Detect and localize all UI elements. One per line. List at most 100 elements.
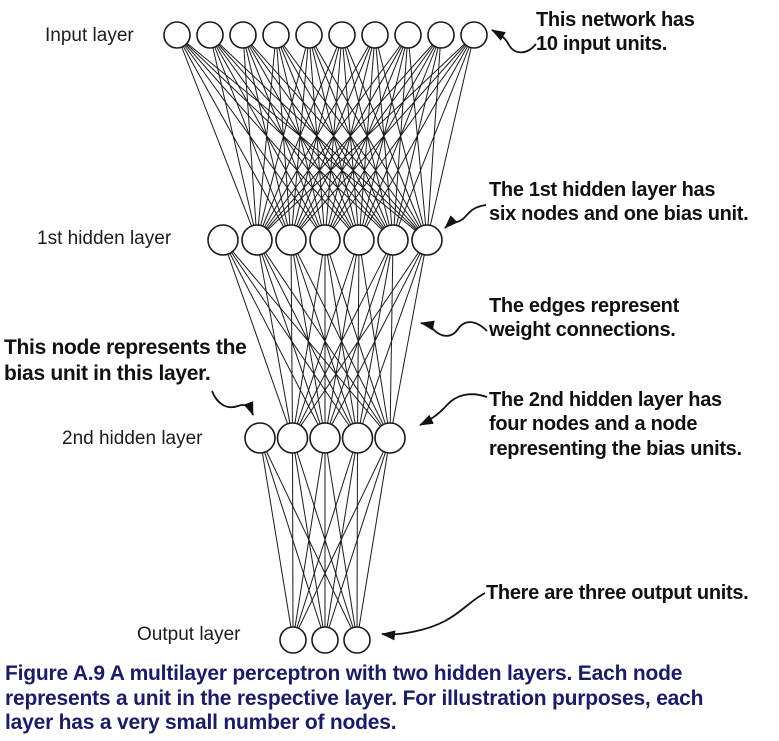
weight-edge bbox=[256, 239, 358, 439]
weight-edge bbox=[392, 34, 475, 241]
weight-edge bbox=[357, 239, 394, 439]
weight-edge bbox=[324, 239, 358, 439]
weight-edge bbox=[292, 437, 294, 641]
weight-edge bbox=[256, 239, 293, 439]
caption-line: Figure A.9 A multilayer perceptron with … bbox=[5, 662, 683, 685]
annotation-hidden2: The 2nd hidden layer has four nodes and … bbox=[489, 388, 742, 461]
weight-edge bbox=[292, 239, 360, 439]
weight-edge bbox=[256, 34, 376, 241]
figure-caption: Figure A.9 A multilayer perceptron with … bbox=[5, 662, 775, 736]
weight-edge bbox=[256, 34, 310, 241]
input-node-6 bbox=[328, 21, 356, 49]
output-node-3 bbox=[343, 626, 371, 654]
weight-edge bbox=[324, 239, 394, 439]
annotation-input-units: This network has 10 input units. bbox=[536, 8, 695, 57]
weight-edge bbox=[290, 34, 475, 241]
weight-edge bbox=[256, 34, 277, 241]
annotation-weight-edges: The edges represent weight connections. bbox=[489, 294, 679, 343]
hidden1-node-5 bbox=[343, 224, 375, 256]
weight-edge bbox=[389, 239, 428, 439]
input-node-8 bbox=[394, 21, 422, 49]
annotation-arrow-input-units bbox=[491, 29, 537, 54]
annotation-line: bias unit in this layer. bbox=[4, 361, 211, 385]
annotation-line: The 2nd hidden layer has bbox=[489, 389, 722, 411]
annotation-bias-node: This node represents the bias unit in th… bbox=[4, 335, 247, 386]
weight-edge bbox=[242, 34, 258, 241]
weight-edge bbox=[290, 239, 293, 439]
weight-edge bbox=[389, 239, 394, 439]
weight-edge bbox=[356, 437, 391, 641]
annotation-line: four nodes and a node bbox=[489, 413, 698, 436]
output-node-2 bbox=[311, 626, 339, 654]
input-node-5 bbox=[295, 21, 323, 49]
weight-edge bbox=[358, 239, 391, 439]
weight-edge bbox=[324, 239, 428, 439]
weight-edge bbox=[256, 34, 442, 241]
weight-edge bbox=[292, 239, 326, 439]
annotation-output-units: There are three output units. bbox=[486, 581, 749, 605]
annotation-arrow-hidden2-nodes bbox=[419, 393, 488, 426]
network-diagram bbox=[163, 21, 537, 654]
hidden1-node-7 bbox=[411, 224, 443, 256]
annotation-arrow-weight-edges bbox=[420, 320, 488, 337]
input-node-4 bbox=[262, 21, 290, 49]
layer-label-output: Output layer bbox=[137, 624, 241, 645]
layer-label-hidden2: 2nd hidden layer bbox=[62, 428, 203, 449]
weight-edge bbox=[357, 239, 360, 439]
hidden2-node-4 bbox=[341, 422, 374, 454]
annotation-hidden1: The 1st hidden layer has six nodes and o… bbox=[489, 178, 749, 227]
hidden2-node-1 bbox=[244, 422, 276, 454]
annotation-line: There are three output units. bbox=[486, 582, 749, 604]
weight-edge bbox=[222, 239, 293, 439]
weight-edge bbox=[292, 437, 326, 641]
hidden1-node-4 bbox=[309, 224, 341, 256]
input-node-1 bbox=[163, 21, 191, 49]
weight-edge bbox=[426, 34, 475, 241]
annotation-arrow-output-units bbox=[381, 592, 486, 641]
annotation-arrow-bias-node bbox=[211, 390, 254, 416]
caption-line: represents a unit in the respective laye… bbox=[5, 686, 704, 710]
weight-edge bbox=[222, 239, 326, 439]
hidden2-node-2 bbox=[276, 422, 309, 454]
weight-edge bbox=[256, 239, 326, 439]
weight-edge bbox=[222, 239, 358, 439]
weight-edge bbox=[292, 437, 391, 641]
weight-edge bbox=[292, 239, 394, 439]
weight-edge bbox=[256, 34, 343, 241]
weight-edge bbox=[292, 437, 358, 641]
annotation-line: six nodes and one bias unit. bbox=[489, 203, 749, 226]
input-node-3 bbox=[229, 21, 257, 49]
weight-edge bbox=[222, 239, 391, 439]
layer-label-hidden1: 1st hidden layer bbox=[37, 228, 172, 249]
weight-edge bbox=[176, 34, 258, 241]
input-node-2 bbox=[196, 21, 224, 49]
hidden2-node-3 bbox=[309, 422, 341, 454]
weight-edge bbox=[324, 437, 391, 641]
weight-edge bbox=[324, 239, 391, 439]
weight-edge bbox=[256, 34, 475, 241]
hidden2-node-5 bbox=[374, 422, 406, 454]
weight-edge bbox=[290, 239, 326, 439]
hidden1-node-2 bbox=[241, 224, 273, 256]
input-node-9 bbox=[427, 21, 455, 49]
weight-edge bbox=[292, 239, 428, 439]
annotation-line: This network has bbox=[536, 9, 695, 31]
input-node-7 bbox=[361, 21, 389, 49]
annotation-line: This node represents the bbox=[4, 336, 247, 359]
weight-edge bbox=[256, 239, 391, 439]
hidden1-node-3 bbox=[275, 224, 307, 256]
annotation-line: 10 input units. bbox=[536, 33, 668, 56]
weight-edge bbox=[324, 34, 475, 241]
annotation-arrow-hidden1-nodes bbox=[444, 204, 487, 229]
hidden1-node-6 bbox=[377, 224, 409, 256]
annotation-line: weight connections. bbox=[489, 319, 676, 342]
weight-edge bbox=[324, 239, 360, 439]
layer-label-input: Input layer bbox=[45, 25, 134, 46]
weight-edge bbox=[209, 34, 258, 241]
annotation-line: representing the bias units. bbox=[489, 437, 742, 460]
weight-edge bbox=[358, 34, 475, 241]
caption-line: layer has a very small number of nodes. bbox=[5, 711, 397, 735]
weight-edge bbox=[357, 239, 428, 439]
input-node-10 bbox=[460, 21, 488, 49]
